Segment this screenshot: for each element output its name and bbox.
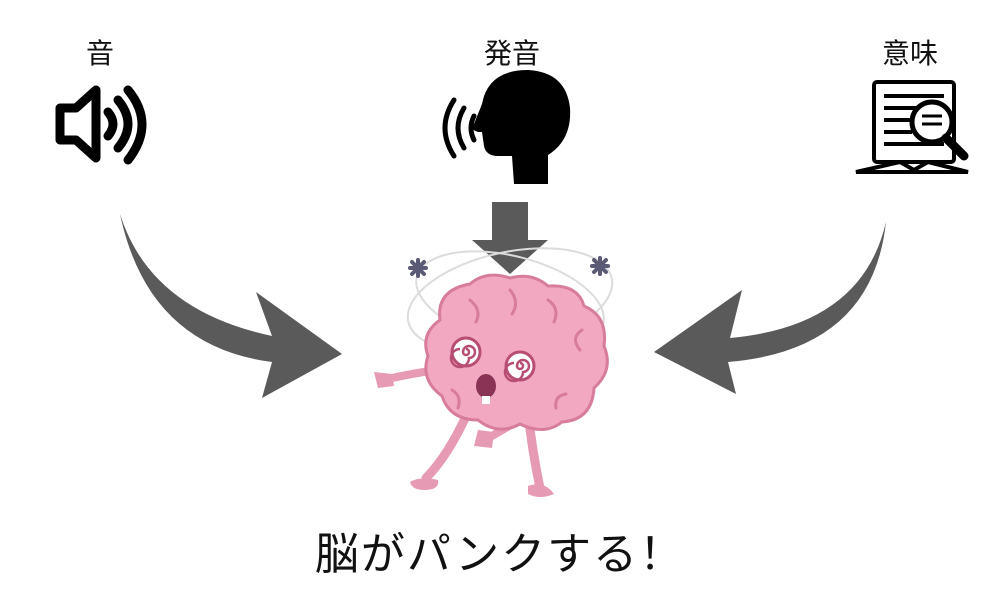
speaker-icon: [55, 85, 147, 165]
dizzy-star-right: [590, 256, 610, 276]
arrow-from-pronunciation: [472, 202, 548, 274]
arrow-from-sound: [120, 214, 342, 398]
label-sound: 音: [85, 37, 114, 70]
dizzy-star-left: [408, 258, 428, 278]
magnifier-document-icon: [855, 80, 969, 174]
dizzy-brain-character: [374, 273, 609, 497]
label-meaning: 意味: [881, 37, 938, 70]
caption-brain-overload: 脳がパンクする！: [314, 529, 686, 580]
speaking-head-icon: [442, 70, 571, 184]
label-pronunciation: 発音: [483, 37, 540, 70]
arrow-from-meaning: [654, 222, 886, 394]
